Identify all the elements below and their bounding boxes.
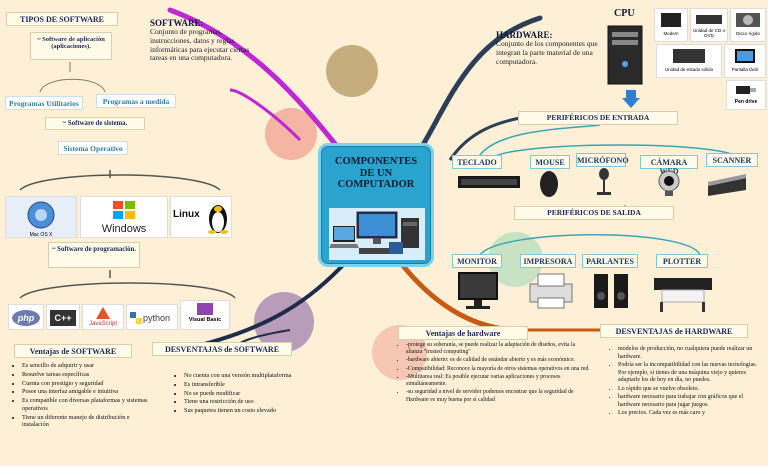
ventajas-hw-list: -protege su soberanía, se puede realizar… [392, 342, 592, 405]
list-item: Lo rápido que se vuelve obsoleto. [618, 386, 764, 394]
microphone-icon [597, 168, 611, 195]
list-item: Es sencillo de adquirir y usar [22, 362, 158, 370]
macos-label: Mac OS X [29, 232, 53, 238]
hardware-definition-block: HARDWARE: Conjunto de los componentes qu… [496, 30, 600, 66]
entrada-mouse[interactable]: MOUSE [530, 155, 570, 169]
software-aplicacion: ~ Software de aplicación (aplicaciones). [30, 32, 112, 60]
linux-label: Linux [173, 209, 200, 220]
disco-rigido-part: Disco rígido [730, 8, 766, 42]
software-heading: SOFTWARE: [150, 18, 204, 28]
desventajas-hw-title: DESVENTAJAS de HARDWARE [600, 324, 748, 338]
center-node[interactable]: COMPONENTES DE UN COMPUTADOR [318, 143, 434, 267]
cpp-logo: C++ [46, 304, 80, 330]
programas-utilitarios: Programas Utilitarios [5, 96, 83, 110]
entrada-scanner[interactable]: SCANNER [706, 153, 758, 167]
cd-dvd-part: Unidad de CD o DVD [690, 8, 728, 42]
software-sistema: ~ Software de sistema. [45, 117, 145, 130]
list-item: Los precios. Cada vez es más caro y [618, 410, 764, 418]
hardware-definition: Conjunto de los componentes que integran… [496, 39, 598, 66]
software-programacion: ~ Software de programación. [48, 242, 140, 268]
list-item: Es intransferible [184, 381, 300, 389]
perifericos-branch [448, 116, 521, 161]
perifericos-salida-title: PERIFÉRICOS DE SALIDA [514, 206, 674, 220]
software-definition: Conjunto de programas, instrucciones, da… [150, 27, 250, 63]
modem-part: Modem [654, 8, 688, 42]
ventajas-sw-list: Es sencillo de adquirir y usarResuelve t… [8, 362, 158, 430]
list-item: No se puede modificar [184, 390, 300, 398]
software-definition-block: SOFTWARE: Conjunto de programas, instruc… [150, 18, 260, 63]
programas-medida: Programas a medida [96, 94, 176, 108]
list-item: -hardware abierto: es de calidad de está… [406, 357, 592, 364]
down-arrow-icon [622, 90, 640, 108]
linux-logo: Linux [170, 196, 232, 238]
list-item: hardware necesario para trabajar con grá… [618, 394, 764, 409]
list-item: Tiene un diferente manejo de distribució… [22, 414, 158, 430]
cpu-tower-icon [607, 25, 643, 85]
list-item: -su seguridad a nivel de servidor podemo… [406, 389, 592, 403]
entrada-teclado[interactable]: TECLADO [452, 155, 502, 169]
printer-icon [529, 273, 573, 309]
list-item: Sus paquetes tienen un costo elevado [184, 407, 300, 415]
desventajas-sw-title: DESVENTAJAS de SOFTWARE [152, 342, 292, 356]
entrada-microfono[interactable]: MICRÓFONO [576, 153, 629, 167]
windows-label: Windows [101, 223, 147, 235]
php-logo: php [8, 304, 44, 330]
hardware-branch [417, 15, 543, 153]
ventajas-sw-title: Ventajas de SOFTWARE [14, 344, 132, 358]
list-item: -Compatibilidad: Reconoce la mayoría de … [406, 366, 592, 373]
windows-logo: Windows [80, 196, 168, 238]
software-branch [167, 7, 343, 153]
list-item: -protege su soberanía, se puede realizar… [406, 342, 592, 356]
monitor-icon [458, 272, 498, 309]
tux-icon [208, 205, 228, 234]
javascript-logo: JavaScript [82, 304, 124, 330]
salida-impresora[interactable]: IMPRESORA [520, 254, 576, 268]
salida-plotter[interactable]: PLOTTER [656, 254, 708, 268]
scanner-icon [708, 174, 746, 196]
perifericos-entrada-title: PERIFÉRICOS DE ENTRADA [518, 111, 678, 125]
cpu-label: CPU [614, 8, 635, 19]
decor-circle-olive [326, 45, 378, 97]
computers-image [329, 208, 425, 260]
estado-solido-part: Unidad de estado sólido [656, 44, 722, 78]
speakers-icon [594, 274, 628, 308]
list-item: Cuenta con prestigio y seguridad [22, 380, 158, 388]
sistema-operativo: Sistema Operativo [58, 141, 128, 155]
plotter-icon [654, 278, 712, 312]
macos-logo: Mac OS X [5, 196, 77, 238]
webcam-icon [658, 170, 680, 196]
list-item: No cuenta con una versión multiplataform… [184, 372, 300, 380]
mouse-icon [540, 171, 558, 197]
list-item: modelos de producción, no cualquiera pue… [618, 346, 764, 361]
salida-parlantes[interactable]: PARLANTES [582, 254, 638, 268]
list-item: Posee una interfaz amigable e intuitiva [22, 388, 158, 396]
ventajas-hw-title: Ventajas de hardware [398, 326, 528, 340]
keyboard-icon [458, 176, 520, 188]
center-title: COMPONENTES DE UN COMPUTADOR [334, 156, 418, 191]
hardware-heading: HARDWARE: [496, 30, 553, 40]
tipos-software-title: TIPOS DE SOFTWARE [6, 12, 118, 26]
list-item: Resuelve tareas específicas [22, 371, 158, 379]
salida-monitor[interactable]: MONITOR [452, 254, 502, 268]
list-item: -Multitarea real: Es posible ejecutar va… [406, 374, 592, 388]
visual-basic-logo: Visual Basic [180, 300, 230, 330]
pantalla-tactil-part: Pantalla táctil [724, 44, 766, 78]
list-item: Tiene una restricción de uso [184, 398, 300, 406]
pen-drive-part: Pen drive [726, 80, 766, 110]
python-logo: python [126, 304, 178, 330]
entrada-camara[interactable]: CÁMARA WED [640, 155, 698, 176]
desventajas-sw-list: No cuenta con una versión multiplataform… [170, 372, 300, 416]
list-item: Es compatible con diversas plataformas y… [22, 397, 158, 413]
desventajas-hw-list: modelos de producción, no cualquiera pue… [604, 346, 764, 419]
list-item: Podría ser la incompatibilidad con las n… [618, 362, 764, 385]
software-def-branch [229, 88, 302, 142]
